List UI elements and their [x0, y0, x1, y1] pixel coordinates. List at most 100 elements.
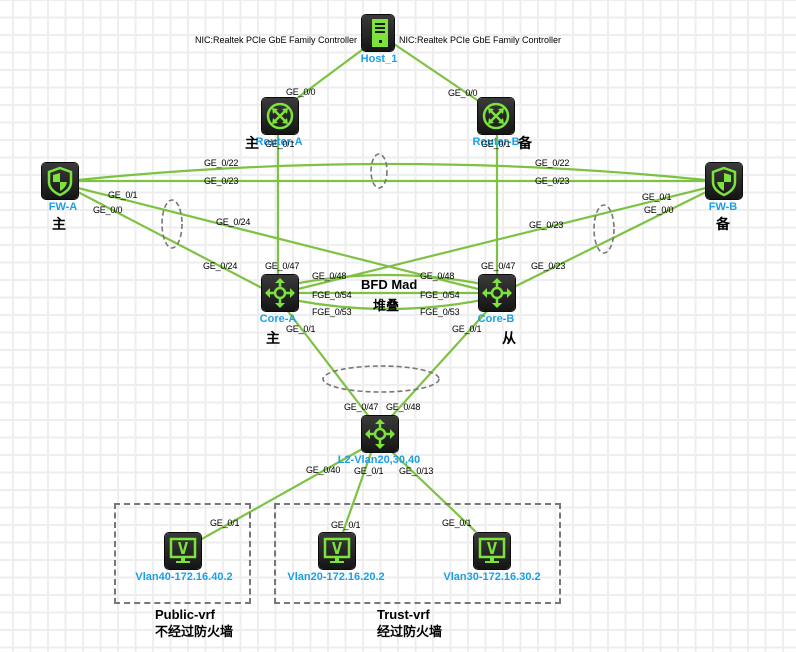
router-icon [482, 102, 510, 130]
l2-switch-node[interactable] [362, 416, 398, 452]
l3-switch-icon [265, 278, 295, 308]
core-b-role: 从 [502, 330, 516, 346]
port-label: GE_0/13 [399, 466, 434, 476]
port-label: GE_0/1 [642, 192, 672, 202]
port-label: GE_0/0 [448, 88, 478, 98]
pc-vlan20-node[interactable] [319, 533, 355, 569]
link-fw-a-core-a [77, 191, 263, 289]
core-a-label: Core-A [259, 313, 297, 325]
port-label: GE_0/0 [644, 205, 674, 215]
fw-b-node[interactable] [706, 163, 742, 199]
pc-vlan40-label: Vlan40-172.16.40.2 [135, 571, 233, 583]
port-label: GE_0/23 [204, 176, 239, 186]
core-a-node[interactable] [262, 275, 298, 311]
port-label: GE_0/1 [354, 466, 384, 476]
link-core-b-l2 [389, 309, 489, 419]
port-label: GE_0/1 [210, 518, 240, 528]
public-vrf-title-block: Public-vrf 不经过防火墙 [155, 606, 233, 640]
port-label: FGE_0/54 [420, 290, 460, 300]
port-label: GE_0/22 [204, 158, 239, 168]
monitor-icon [323, 537, 351, 563]
port-label: GE_0/47 [265, 261, 300, 271]
pc-vlan30-node[interactable] [474, 533, 510, 569]
link-core-48 [293, 273, 483, 286]
trust-vrf-title: Trust-vrf [377, 607, 430, 622]
router-a-label: Router-A [255, 136, 303, 148]
pc-vlan40-node[interactable] [165, 533, 201, 569]
port-label: GE_0/0 [93, 205, 123, 215]
link-core-a-l2 [286, 309, 371, 419]
server-icon [372, 19, 388, 47]
bfd-mad-label: BFD Mad [361, 277, 418, 292]
port-label: GE_0/0 [286, 87, 316, 97]
fw-b-label: FW-B [708, 201, 738, 213]
port-label: GE_0/1 [286, 324, 316, 334]
port-label: FGE_0/54 [312, 290, 352, 300]
nic-label-left: NIC:Realtek PCIe GbE Family Controller [195, 35, 358, 45]
link-l2-pc30 [389, 449, 477, 533]
port-label: GE_0/1 [481, 139, 511, 149]
public-vrf-zone [114, 503, 251, 604]
public-vrf-desc: 不经过防火墙 [155, 624, 234, 639]
router-b-node[interactable] [478, 98, 514, 134]
port-label: GE_0/40 [306, 465, 341, 475]
port-label: GE_0/48 [386, 402, 421, 412]
l2-switch-label: L2-Vlan20,30,40 [337, 454, 421, 466]
router-a-role: 主 [245, 135, 259, 151]
port-label: GE_0/23 [535, 176, 570, 186]
trust-vrf-zone [274, 503, 561, 604]
fw-a-label: FW-A [48, 201, 78, 213]
port-label: FGE_0/53 [312, 307, 352, 317]
link-host-router-b [393, 43, 481, 103]
link-core-53 [293, 298, 483, 311]
port-label: GE_0/47 [481, 261, 516, 271]
lag-core-l2-indicator [322, 365, 440, 393]
public-vrf-title: Public-vrf [155, 607, 215, 622]
router-b-role: 备 [518, 135, 532, 151]
lag-fw-b-indicator [593, 204, 615, 254]
router-a-node[interactable] [262, 98, 298, 134]
port-label: GE_0/1 [108, 190, 138, 200]
monitor-icon [478, 537, 506, 563]
link-fw-b-core-b [511, 191, 707, 289]
link-host-router-a [291, 43, 371, 103]
lag-fw-indicator [370, 153, 388, 189]
monitor-icon [169, 537, 197, 563]
core-a-role: 主 [266, 330, 280, 346]
port-label: GE_0/48 [420, 271, 455, 281]
port-label: GE_0/22 [535, 158, 570, 168]
port-label: GE_0/48 [312, 271, 347, 281]
link-l2-pc20 [341, 449, 374, 533]
host-node[interactable] [362, 15, 394, 51]
link-fw-b-core-a [293, 186, 707, 292]
port-label: GE_0/47 [344, 402, 379, 412]
stack-label: 堆叠 [373, 298, 400, 313]
nic-label-right: NIC:Realtek PCIe GbE Family Controller [399, 35, 562, 45]
core-b-node[interactable] [479, 275, 515, 311]
pc-vlan30-label: Vlan30-172.16.30.2 [443, 571, 541, 583]
port-label: GE_0/23 [529, 220, 564, 230]
l3-switch-icon [482, 278, 512, 308]
shield-icon [711, 166, 737, 197]
fw-a-role: 主 [52, 216, 66, 232]
fw-b-role: 备 [716, 216, 730, 232]
link-fw-a-fw-b-22 [77, 162, 707, 182]
trust-vrf-desc: 经过防火墙 [377, 624, 443, 639]
lag-fw-a-indicator [161, 199, 183, 249]
port-label: GE_0/24 [203, 261, 238, 271]
link-l2-pc40 [199, 447, 365, 541]
port-label: GE_0/23 [531, 261, 566, 271]
pc-vlan20-label: Vlan20-172.16.20.2 [287, 571, 385, 583]
host-label: Host_1 [360, 53, 398, 65]
fw-a-node[interactable] [42, 163, 78, 199]
core-b-label: Core-B [477, 313, 515, 325]
router-icon [266, 102, 294, 130]
shield-icon [47, 166, 73, 197]
l3-switch-icon [365, 419, 395, 449]
port-label: GE_0/24 [216, 217, 251, 227]
port-label: GE_0/1 [442, 518, 472, 528]
trust-vrf-title-block: Trust-vrf 经过防火墙 [377, 606, 442, 640]
port-label: FGE_0/53 [420, 307, 460, 317]
port-label: GE_0/1 [265, 139, 295, 149]
